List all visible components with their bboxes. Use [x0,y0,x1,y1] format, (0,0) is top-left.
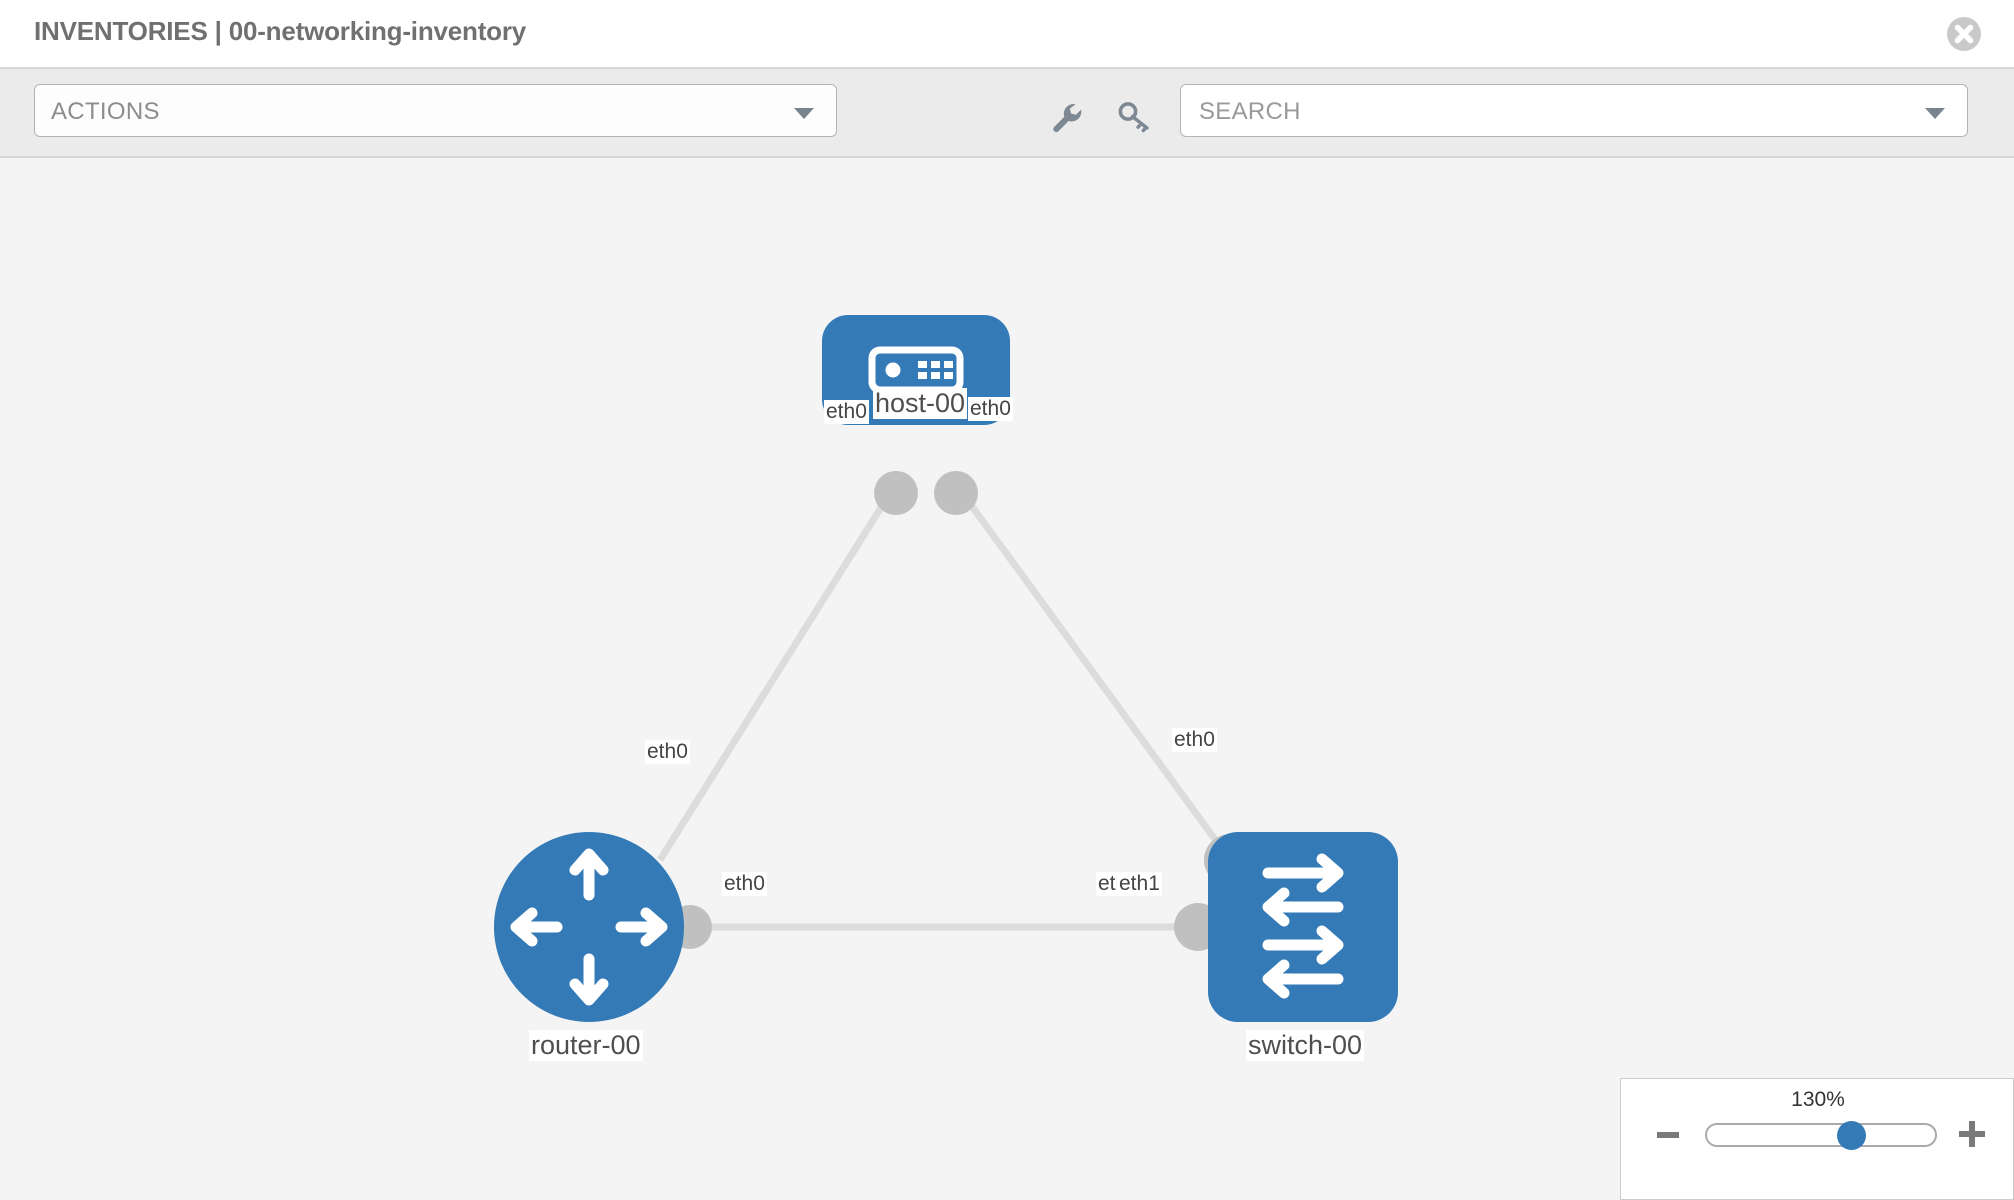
iface-label-switch00-eth1: eth1 [1117,872,1162,896]
iface-label-router00-eth0-uplink: eth0 [645,740,690,764]
key-icon[interactable] [1114,96,1154,136]
link-host00-router00[interactable] [657,488,895,862]
zoom-slider-thumb[interactable] [1837,1121,1866,1150]
node-label-router-00: router-00 [529,1030,643,1061]
close-icon[interactable] [1944,14,1984,54]
switch-arrows-icon [1262,853,1344,999]
topology-canvas[interactable]: host-00 router-00 switch-00 eth0 eth0 et… [0,160,2014,1200]
topology-links [657,487,1233,931]
zoom-control-panel: 130% [1620,1078,2014,1200]
search-placeholder: SEARCH [1199,98,1301,125]
zoom-level-value: 130% [1791,1088,1845,1111]
wrench-icon[interactable] [1045,96,1085,136]
link-host00-switch00[interactable] [957,487,1233,863]
iface-label-host00-eth0-right: eth0 [968,397,1013,421]
plus-icon[interactable] [1959,1121,1985,1147]
iface-label-host00-eth0-left: eth0 [824,400,869,424]
chevron-down-icon[interactable] [1925,108,1945,119]
topology-graph [494,315,1398,1022]
router-arrows-icon [510,848,668,1006]
zoom-slider-track[interactable] [1705,1123,1937,1147]
node-switch-00[interactable] [1208,832,1398,1022]
search-input[interactable]: SEARCH [1180,84,1968,137]
page-title: INVENTORIES | 00-networking-inventory [34,16,527,46]
node-label-host-00: host-00 [873,388,968,419]
actions-dropdown-label: ACTIONS [51,98,160,125]
minus-icon[interactable] [1657,1132,1679,1138]
iface-label-router00-eth0: eth0 [722,872,767,896]
chevron-down-icon [794,108,814,119]
connector-host00-eth0-right[interactable] [934,471,978,515]
node-router-00[interactable] [494,832,684,1022]
page-header: INVENTORIES | 00-networking-inventory [0,0,2014,69]
node-label-switch-00: switch-00 [1246,1030,1365,1061]
connector-host00-eth0-left[interactable] [874,471,918,515]
actions-dropdown[interactable]: ACTIONS [34,84,837,137]
iface-label-switch00-eth0-uplink: eth0 [1172,728,1217,752]
